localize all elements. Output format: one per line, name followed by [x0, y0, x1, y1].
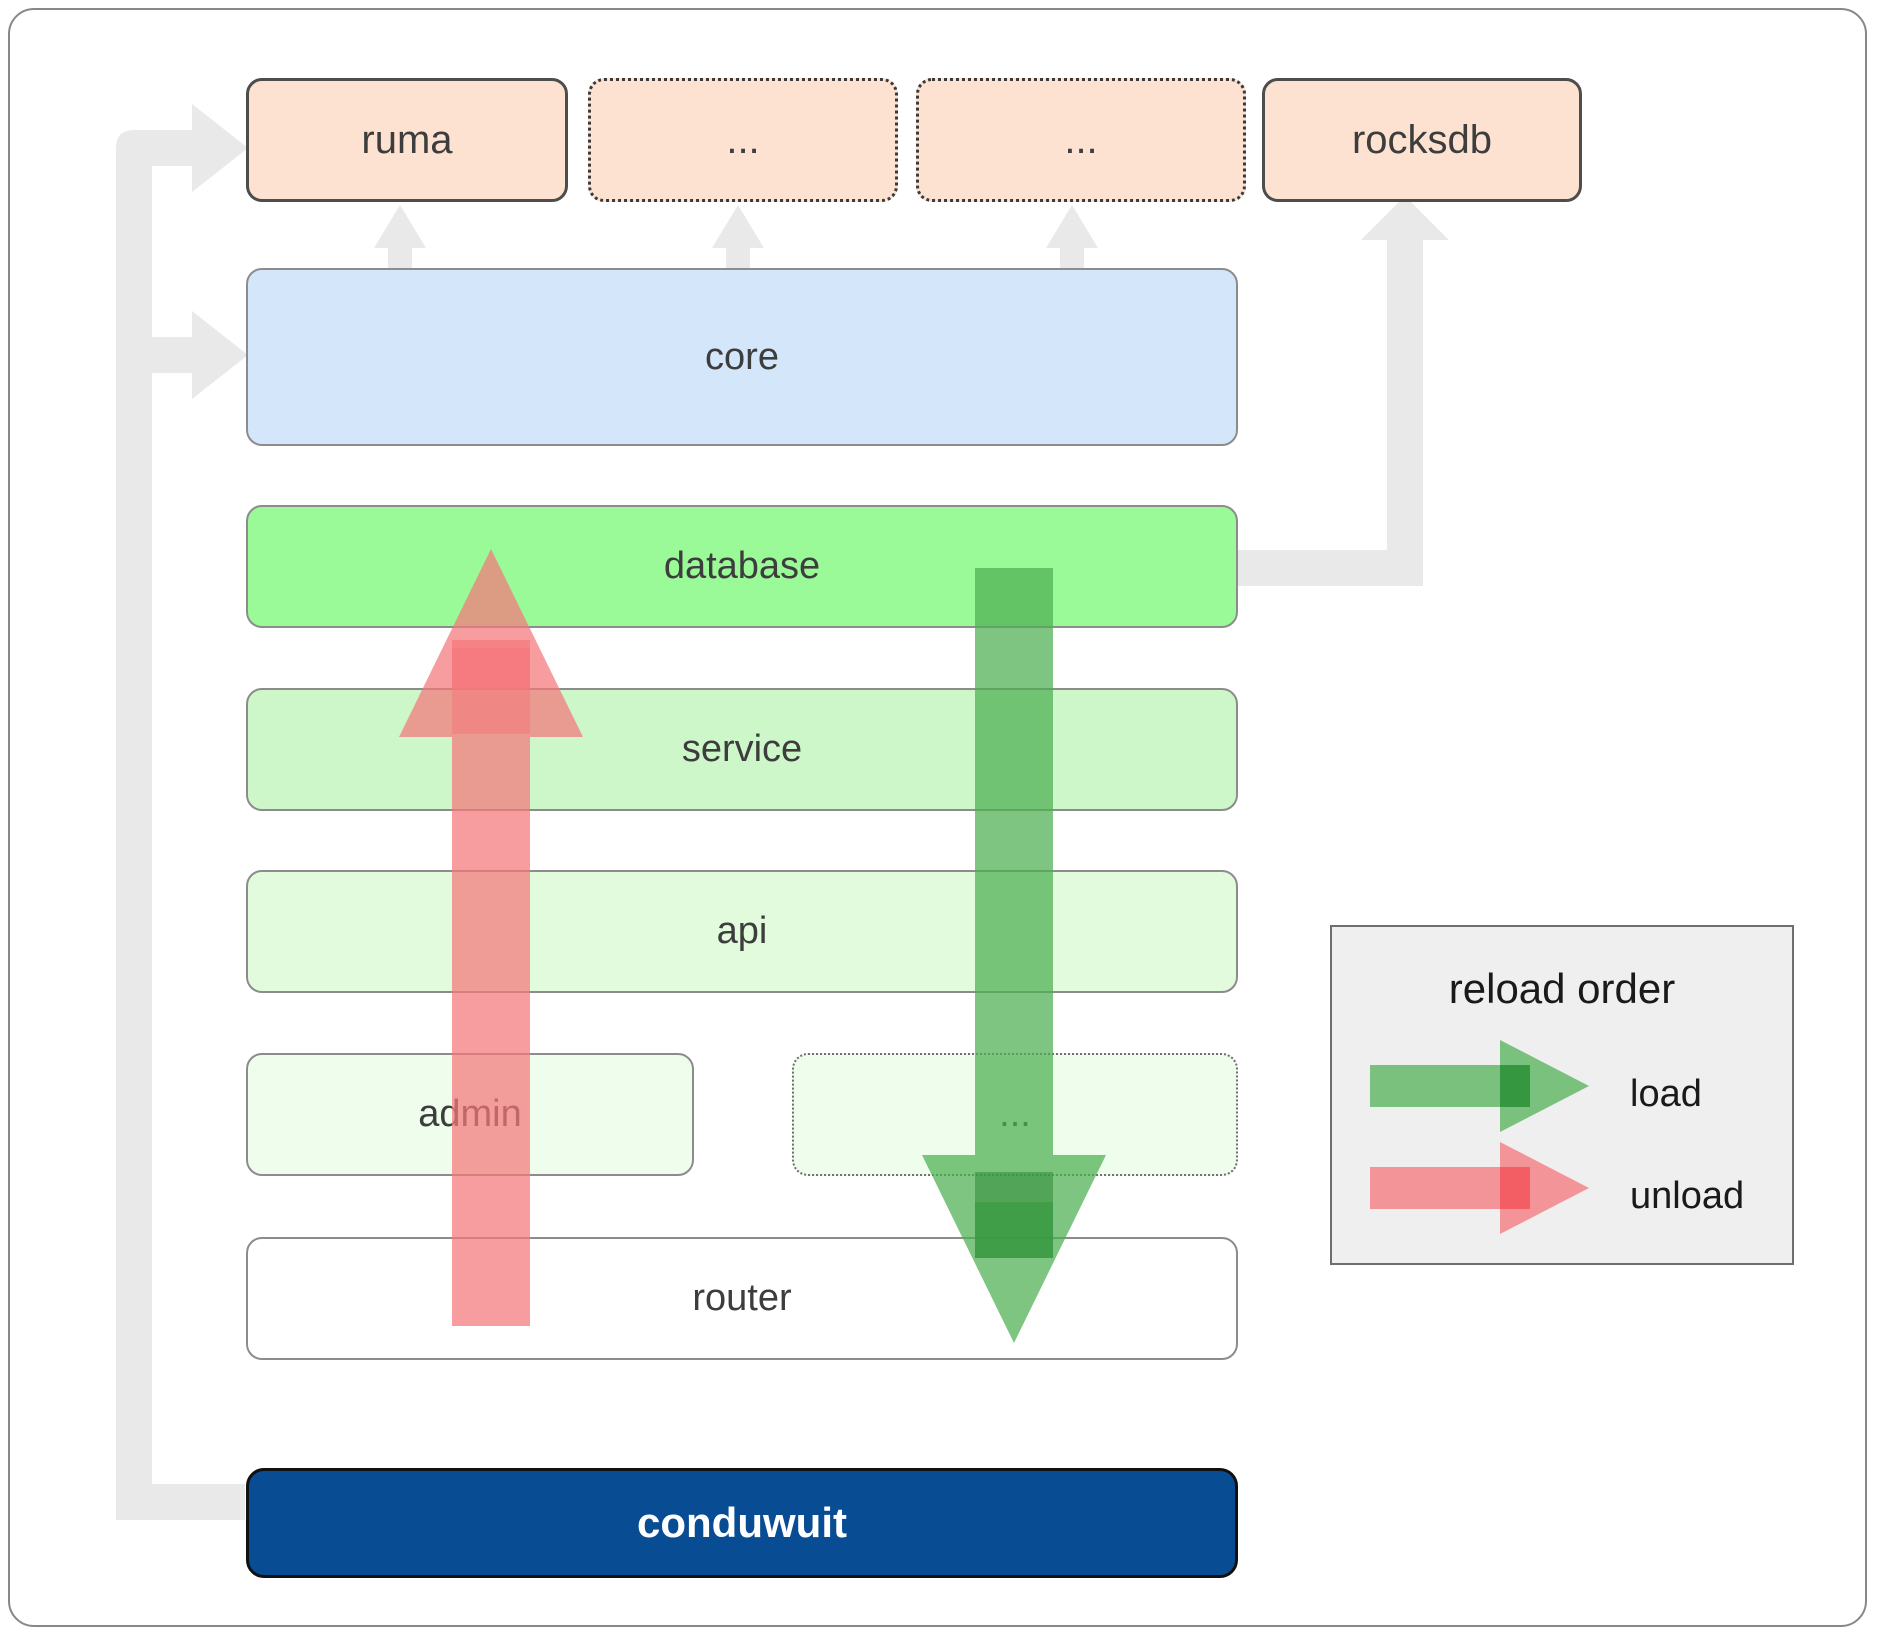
root-box-conduwuit[interactable]: conduwuit	[246, 1468, 1238, 1578]
layer-box-service[interactable]: service	[246, 688, 1238, 811]
layer-box-router[interactable]: router	[246, 1237, 1238, 1360]
dependency-box-ruma[interactable]: ruma	[246, 78, 568, 202]
dependency-box-ellipsis-2[interactable]: ...	[916, 78, 1246, 202]
layer-label-api: api	[716, 910, 768, 952]
layer-box-admin[interactable]: admin	[246, 1053, 694, 1176]
dependency-label-rocksdb: rocksdb	[1351, 117, 1493, 162]
diagram-frame	[8, 8, 1867, 1627]
dependency-label-ruma: ruma	[361, 117, 453, 162]
layer-label-database: database	[663, 545, 821, 587]
layer-label-ellipsis: ...	[999, 1093, 1031, 1135]
legend-label-unload: unload	[1630, 1175, 1745, 1217]
dependency-box-rocksdb[interactable]: rocksdb	[1262, 78, 1582, 202]
layer-box-api[interactable]: api	[246, 870, 1238, 993]
dependency-box-ellipsis-1[interactable]: ...	[588, 78, 898, 202]
dependency-label-ellipsis-1: ...	[726, 117, 760, 162]
root-label-conduwuit: conduwuit	[637, 1499, 847, 1546]
legend-title: reload order	[1448, 965, 1676, 1012]
dependency-label-ellipsis-2: ...	[1064, 117, 1098, 162]
layer-box-core[interactable]: core	[246, 268, 1238, 446]
legend-label-load: load	[1630, 1073, 1702, 1115]
layer-label-router: router	[692, 1277, 792, 1319]
layer-label-core: core	[705, 335, 779, 378]
layer-label-admin: admin	[418, 1093, 522, 1135]
layer-box-ellipsis[interactable]: ...	[792, 1053, 1238, 1176]
layer-box-database[interactable]: database	[246, 505, 1238, 628]
layer-label-service: service	[681, 728, 803, 770]
